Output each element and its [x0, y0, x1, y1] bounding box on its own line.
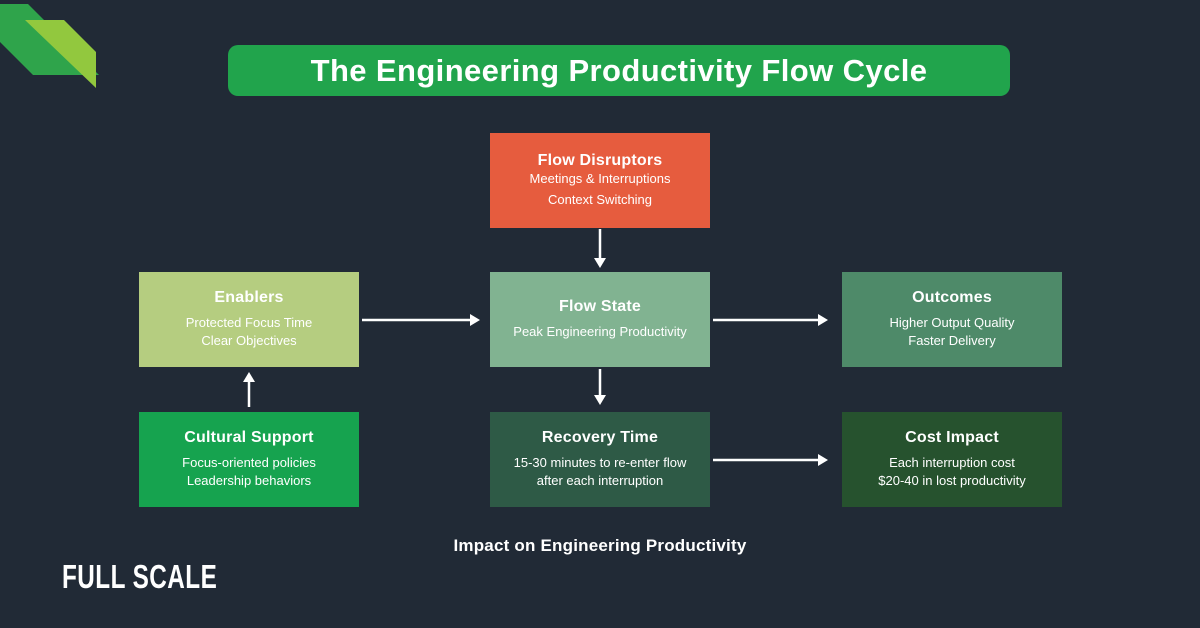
- node-line: Higher Output Quality: [889, 314, 1015, 330]
- title-banner: The Engineering Productivity Flow Cycle: [228, 45, 1010, 96]
- fullscale-corner-mark-icon: [0, 4, 99, 88]
- node-line: Each interruption cost: [889, 454, 1015, 470]
- node-title: Outcomes: [912, 288, 992, 306]
- node-line: Clear Objectives: [201, 333, 297, 348]
- node-title: Recovery Time: [541, 428, 659, 446]
- fullscale-wordmark: FULL SCALE: [62, 558, 218, 596]
- arrow-cultural-to-enablers-icon: [243, 372, 255, 407]
- arrow-disruptors-to-flowstate-icon: [594, 229, 606, 268]
- node-line: Focus-oriented policies: [182, 454, 316, 470]
- node-flow-state: Flow State Peak Engineering Productivity: [490, 272, 710, 367]
- node-line: 15-30 minutes to re-enter flow: [513, 454, 687, 470]
- node-title: Cultural Support: [184, 428, 314, 446]
- node-recovery-time: Recovery Time 15-30 minutes to re-enter …: [490, 412, 710, 507]
- arrow-recovery-to-costimpact-icon: [713, 454, 828, 466]
- node-line: Context Switching: [547, 191, 653, 207]
- node-enablers: Enablers Protected Focus Time Clear Obje…: [139, 272, 359, 367]
- node-line: Peak Engineering Productivity: [513, 323, 687, 339]
- node-line: Meetings & Interruptions: [529, 171, 671, 186]
- node-line: Leadership behaviors: [186, 473, 312, 488]
- node-title: Flow State: [558, 297, 641, 315]
- arrow-flowstate-to-outcomes-icon: [713, 314, 828, 326]
- node-flow-disruptors: Flow Disruptors Meetings & Interruptions…: [490, 133, 710, 228]
- node-cultural-support: Cultural Support Focus-oriented policies…: [139, 412, 359, 507]
- node-title: Enablers: [214, 288, 284, 306]
- arrow-enablers-to-flowstate-icon: [362, 314, 480, 326]
- diagram-caption: Impact on Engineering Productivity: [453, 536, 747, 555]
- arrow-flowstate-to-recovery-icon: [594, 369, 606, 405]
- mark-light-stripe: [25, 20, 96, 88]
- node-cost-impact: Cost Impact Each interruption cost $20-4…: [842, 412, 1062, 507]
- node-outcomes: Outcomes Higher Output Quality Faster De…: [842, 272, 1062, 367]
- node-title: Flow Disruptors: [537, 152, 663, 169]
- node-title: Cost Impact: [905, 428, 999, 446]
- node-line: Faster Delivery: [908, 333, 996, 348]
- node-line: Protected Focus Time: [185, 314, 313, 330]
- node-line: $20-40 in lost productivity: [878, 473, 1026, 488]
- node-line: after each interruption: [536, 473, 664, 488]
- page-title: The Engineering Productivity Flow Cycle: [310, 52, 928, 88]
